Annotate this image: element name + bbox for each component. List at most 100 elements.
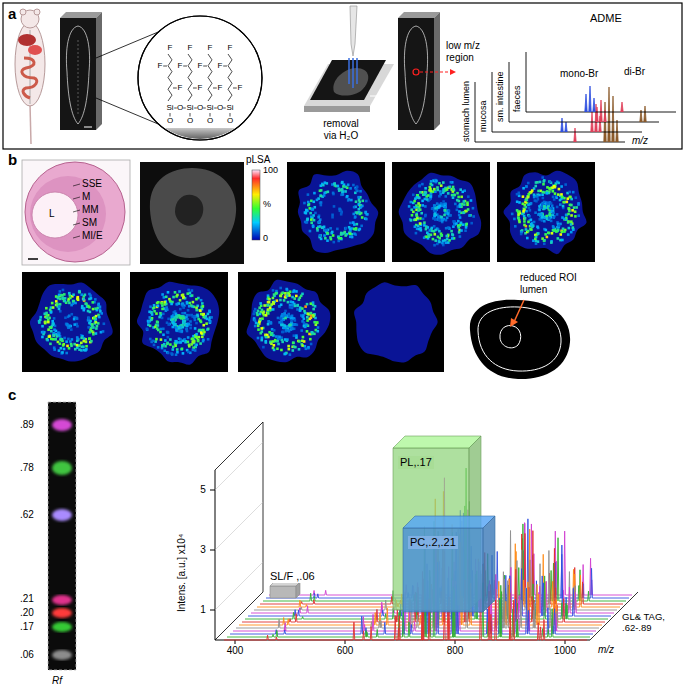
map-pixel (434, 190, 437, 193)
map-pixel (63, 348, 66, 351)
map-pixel (279, 294, 282, 297)
map-pixel (444, 206, 447, 209)
map-pixel (68, 347, 71, 350)
map-pixel (183, 320, 186, 323)
map-pixel (84, 294, 87, 297)
map-pixel (290, 300, 293, 303)
map-pixel (535, 236, 538, 239)
map-pixel (270, 334, 273, 337)
map-pixel (182, 326, 185, 329)
map-pixel (453, 220, 456, 223)
map-pixel (425, 235, 428, 238)
map-pixel (298, 348, 301, 351)
mucosa-band (30, 176, 106, 252)
map-pixel (303, 310, 306, 313)
map-pixel (68, 292, 71, 295)
map-pixel (529, 209, 532, 212)
map-pixel (268, 298, 271, 301)
map-pixel (189, 327, 192, 330)
map-pixel (528, 207, 531, 210)
map-pixel (549, 213, 552, 216)
map-pixel (355, 188, 358, 191)
map-pixel (537, 198, 540, 201)
map-pixel (180, 348, 183, 351)
map-pixel (312, 304, 315, 307)
map-pixel (428, 198, 431, 201)
map-pixel (559, 203, 562, 206)
map-pixel (349, 187, 352, 190)
map-pixel (184, 341, 187, 344)
bond (183, 66, 187, 67)
map-pixel (449, 214, 452, 217)
map-pixel (317, 326, 320, 329)
map-pixel (567, 207, 570, 210)
map-pixel (434, 210, 437, 213)
map-pixel (552, 196, 555, 199)
bond (233, 88, 237, 89)
map-pixel (522, 195, 525, 198)
spectrum-axis (509, 62, 510, 122)
map-pixel (310, 200, 313, 203)
map-pixel (553, 229, 556, 232)
map-pixel (331, 231, 334, 234)
map-pixel (282, 331, 285, 334)
map-pixel (468, 214, 471, 217)
map-pixel (318, 221, 321, 224)
step-label: removal via H₂O (318, 118, 364, 141)
map-pixel (541, 176, 544, 179)
map-pixel (156, 321, 159, 324)
map-pixel (202, 324, 205, 327)
map-pixel (165, 295, 168, 298)
tlc-strip (48, 402, 76, 670)
map-pixel (310, 302, 313, 305)
map-pixel (327, 232, 330, 235)
map-pixel (61, 338, 64, 341)
map-pixel (76, 296, 79, 299)
map-pixel (74, 302, 77, 305)
map-pixel (55, 300, 58, 303)
map-pixel (93, 317, 96, 320)
map-pixel (347, 198, 350, 201)
pixel-map (392, 162, 490, 262)
tissue-blob (399, 173, 482, 255)
map-pixel (306, 221, 309, 224)
grid-line (215, 502, 263, 550)
map-pixel (423, 221, 426, 224)
map-pixel (435, 180, 438, 183)
map-pixel (182, 315, 185, 318)
map-pixel (179, 341, 182, 344)
map-pixel (61, 294, 64, 297)
map-pixel (559, 233, 562, 236)
slide-top (398, 12, 440, 18)
map-pixel (156, 320, 159, 323)
map-pixel (554, 186, 557, 189)
map-pixel (327, 229, 330, 232)
map-pixel (448, 209, 451, 212)
map-pixel (533, 196, 536, 199)
map-pixel (179, 299, 182, 302)
map-pixel (181, 312, 184, 315)
map-pixel (557, 237, 560, 240)
map-pixel (289, 324, 292, 327)
map-pixel (294, 305, 297, 308)
spectrum-peak (561, 118, 563, 132)
map-pixel (196, 337, 199, 340)
map-pixel (194, 319, 197, 322)
map-pixel (557, 193, 560, 196)
map-pixel (428, 235, 431, 238)
map-pixel (51, 302, 54, 305)
map-pixel (333, 205, 336, 208)
map-pixel (326, 239, 329, 242)
map-pixel (200, 299, 203, 302)
map-pixel (58, 349, 61, 352)
map-pixel (458, 210, 461, 213)
spectrum-peak (600, 100, 602, 122)
map-pixel (306, 218, 309, 221)
map-pixel (424, 198, 427, 201)
map-pixel (278, 336, 281, 339)
pipette (350, 6, 357, 56)
map-pixel (38, 321, 41, 324)
map-pixel (50, 326, 53, 329)
map-pixel (87, 316, 90, 319)
